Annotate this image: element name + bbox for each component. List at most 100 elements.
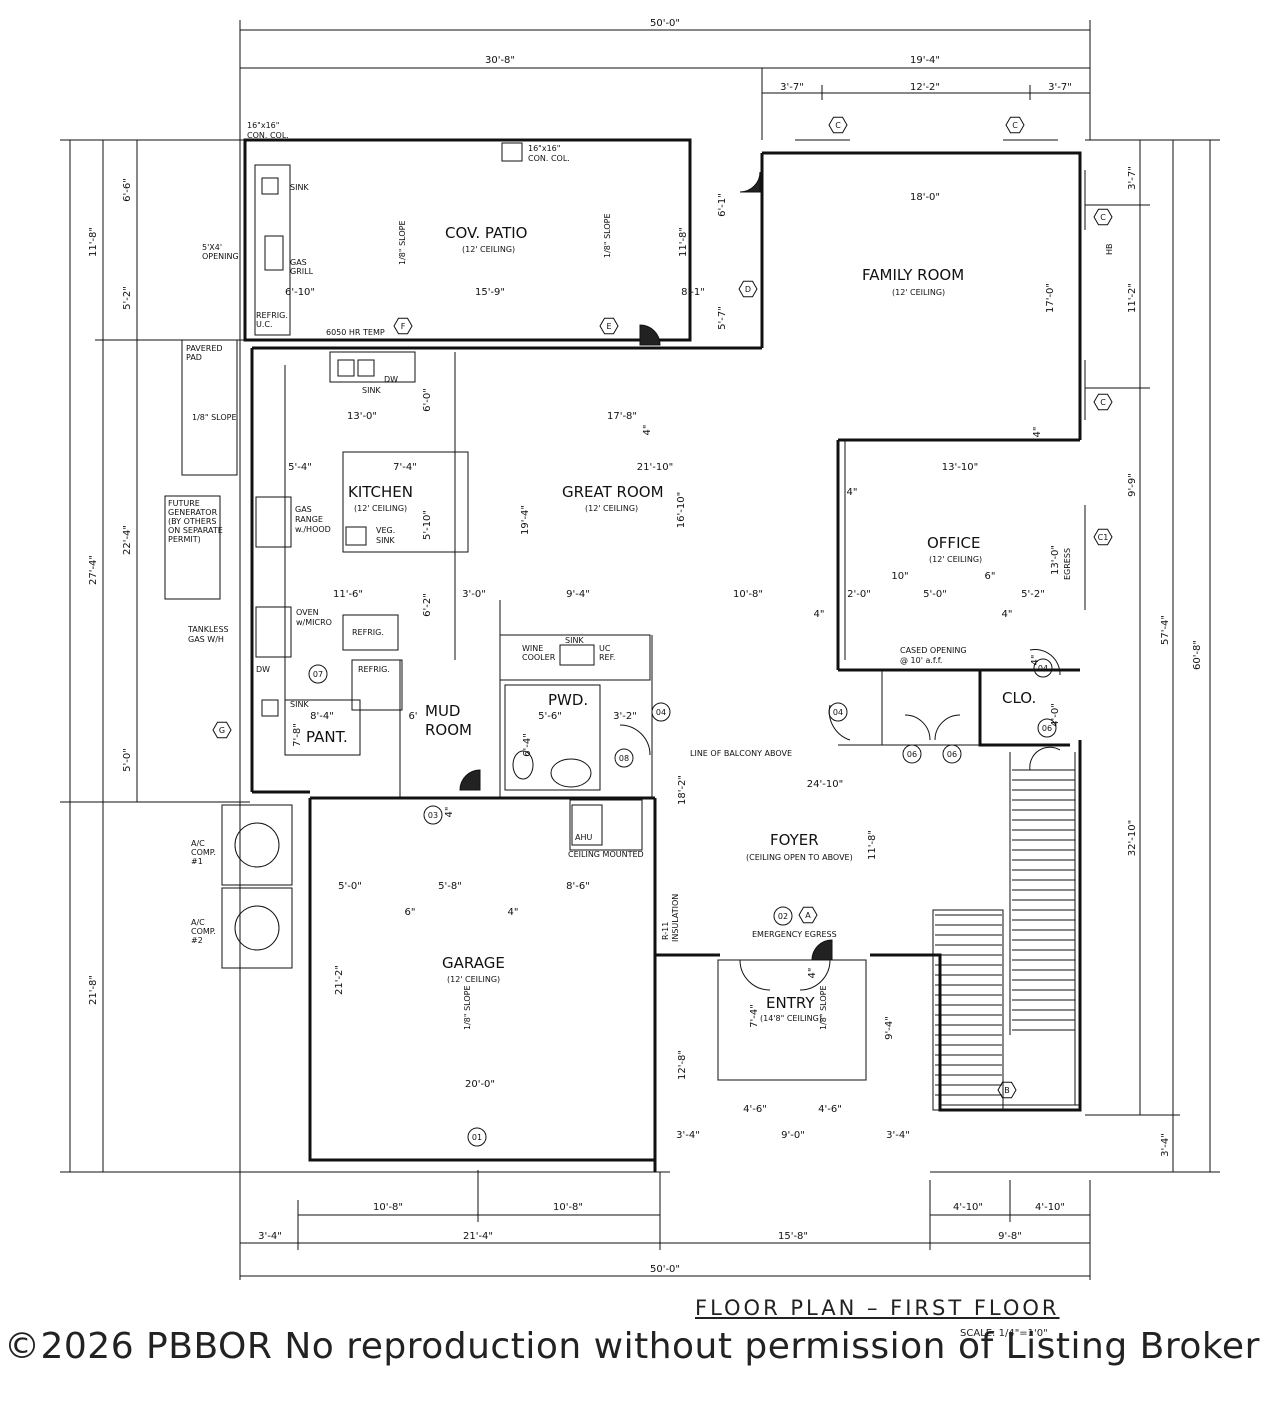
- dim-bottom-total: 50'-0": [650, 1264, 680, 1275]
- tag-t07: 07: [308, 664, 328, 684]
- dim-d4d: 4": [814, 609, 825, 620]
- dim-d4b: 4": [1032, 427, 1043, 438]
- tag-a-label: A: [805, 911, 811, 920]
- room-family-room: FAMILY ROOM: [862, 266, 964, 284]
- room-mud: MUD: [425, 702, 460, 720]
- note-slope-1: 1/8" SLOPE: [398, 220, 407, 265]
- dim-left-b1: 22'-4": [122, 525, 133, 555]
- room-family-room-ceiling: (12' CEILING): [892, 288, 945, 297]
- dim-fam-6-1: 6'-1": [717, 193, 728, 217]
- note-con-col-b: CON. COL.: [247, 131, 289, 140]
- dim-fam-w: 18'-0": [910, 192, 940, 203]
- note-oven-a: OVEN: [296, 608, 319, 617]
- note-opening-a: 5'X4': [202, 243, 222, 252]
- tag-t01: 01: [467, 1127, 487, 1147]
- dim-d6m: 6': [408, 711, 417, 722]
- dim-d2-0: 2'-0": [847, 589, 871, 600]
- dim-top-total: 50'-0": [650, 18, 680, 29]
- room-great-room-ceiling: (12' CEILING): [585, 504, 638, 513]
- note-refrig-1: REFRIG.: [352, 628, 384, 637]
- note-oven-b: w/MICRO: [296, 618, 332, 627]
- interior-lines: [164, 139, 1086, 1111]
- door-swings: [459, 171, 1061, 991]
- dim-left-c: 21'-8": [88, 975, 99, 1005]
- dim-d8-4: 8'-4": [310, 711, 334, 722]
- room-foyer-ceiling: (CEILING OPEN TO ABOVE): [746, 853, 853, 862]
- dim-d4g: 4": [444, 807, 455, 818]
- dim-e3-4b: 3'-4": [886, 1130, 910, 1141]
- walls: [243, 138, 1082, 1172]
- dim-k5-4: 5'-4": [288, 462, 312, 473]
- note-pavered-b: PAD: [186, 353, 202, 362]
- note-r11-b: INSULATION: [671, 894, 680, 942]
- note-dw: DW: [384, 375, 398, 384]
- note-dw-2: DW: [256, 665, 270, 674]
- dim-g6: 6": [405, 907, 416, 918]
- note-veg-sink-a: VEG.: [376, 526, 395, 535]
- dim-right-c: 9'-9": [1127, 473, 1138, 497]
- watermark: ©2026 PBBOR No reproduction without perm…: [4, 1326, 1260, 1367]
- dim-b4-10b: 4'-10": [1035, 1202, 1065, 1213]
- dim-d10-8: 10'-8": [733, 589, 763, 600]
- room-closet: CLO.: [1002, 689, 1036, 707]
- dim-d6-2: 6'-2": [422, 593, 433, 617]
- dim-b21-4: 21'-4": [463, 1231, 493, 1242]
- tag-b-label: B: [1004, 1086, 1010, 1095]
- note-con-col-2b: CON. COL.: [528, 154, 570, 163]
- room-great-room: GREAT ROOM: [562, 483, 664, 501]
- note-uc-a: UC: [599, 644, 611, 653]
- note-slope-2: 1/8" SLOPE: [603, 213, 612, 258]
- dim-win-a: 3'-7": [780, 82, 804, 93]
- dim-g4: 4": [508, 907, 519, 918]
- note-generator-e: PERMIT): [168, 535, 201, 544]
- dim-gr16-10: 16'-10": [676, 492, 687, 528]
- note-uc-b: REF.: [599, 653, 615, 662]
- dim-b10-8b: 10'-8": [553, 1202, 583, 1213]
- note-gas-grill-b: GRILL: [290, 267, 314, 276]
- tag-t03-label: 03: [428, 811, 438, 820]
- dim-d4h: 4": [807, 968, 818, 979]
- dim-d18-2: 18'-2": [677, 775, 688, 805]
- room-office: OFFICE: [927, 534, 980, 552]
- tag-c4: C: [1093, 393, 1113, 411]
- room-pantry: PANT.: [306, 728, 348, 746]
- dim-d11-8b: 11'-8": [867, 830, 878, 860]
- dim-g21-2: 21'-2": [334, 965, 345, 995]
- note-tankless-a: TANKLESS: [187, 625, 229, 634]
- tag-f: F: [393, 317, 413, 335]
- dim-of13-10: 13'-10": [942, 462, 978, 473]
- tag-f-label: F: [401, 322, 406, 331]
- dim-k5-10: 5'-10": [422, 510, 433, 540]
- note-cased-b: @ 10' a.f.f.: [900, 656, 942, 665]
- tag-c2-label: C: [1012, 121, 1018, 130]
- note-generator-a: FUTURE: [168, 499, 200, 508]
- note-slope-3: 1/8" SLOPE: [463, 985, 472, 1030]
- room-cov-patio-ceiling: (12' CEILING): [462, 245, 515, 254]
- note-opening-b: OPENING: [202, 252, 239, 261]
- note-generator-d: ON SEPARATE: [168, 526, 223, 535]
- note-veg-sink-b: SINK: [376, 536, 395, 545]
- note-sink-2: SINK: [362, 386, 381, 395]
- drawing-scale: SCALE: 1/4"=1'0": [960, 1328, 1048, 1339]
- dim-left-b: 27'-4": [88, 555, 99, 585]
- dim-gr19-4: 19'-4": [520, 505, 531, 535]
- room-entry: ENTRY: [766, 994, 815, 1012]
- note-gas-range-b: RANGE: [295, 515, 323, 524]
- room-pwd: PWD.: [548, 691, 588, 709]
- dim-right-b: 11'-2": [1127, 283, 1138, 313]
- note-slope-4: 1/8" SLOPE: [819, 985, 828, 1030]
- tag-t01-label: 01: [472, 1133, 482, 1142]
- note-r11-a: R-11: [661, 922, 670, 940]
- dim-left-a1: 6'-6": [122, 178, 133, 202]
- dim-k17-8: 17'-8": [607, 411, 637, 422]
- tag-e: E: [599, 317, 619, 335]
- dim-gr21-10: 21'-10": [637, 462, 673, 473]
- room-garage: GARAGE: [442, 954, 505, 972]
- tag-t03: 03: [423, 805, 443, 825]
- dim-b3-4: 3'-4": [258, 1231, 282, 1242]
- dim-e4-6a: 4'-6": [743, 1104, 767, 1115]
- tag-t06b: 06: [942, 744, 962, 764]
- note-cased-a: CASED OPENING: [900, 646, 967, 655]
- tag-g: G: [212, 721, 232, 739]
- tag-t04c-label: 04: [1038, 664, 1048, 673]
